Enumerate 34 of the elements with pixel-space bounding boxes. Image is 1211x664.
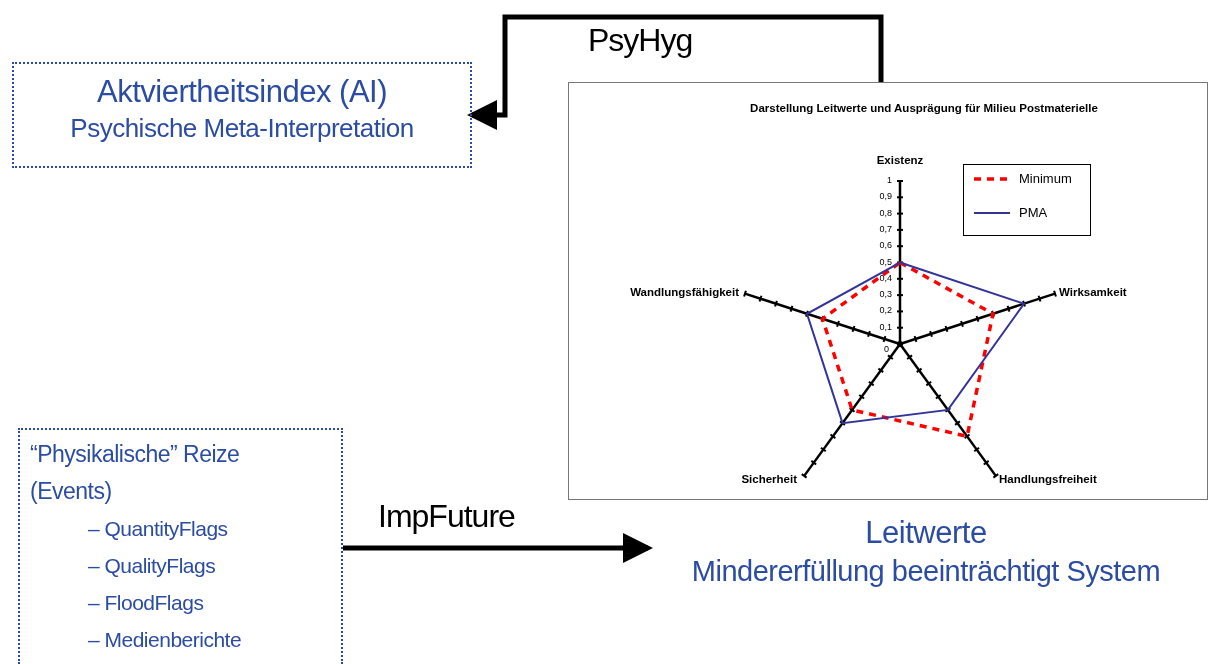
chart-title: Darstellung Leitwerte und Ausprägung für Milieu Postmaterielle bbox=[749, 103, 1099, 115]
box-heading: “Physikalische” Reize (Events) bbox=[30, 440, 241, 506]
axis-label: Sicherheit bbox=[740, 474, 797, 486]
tick-label: 0,8 bbox=[878, 208, 892, 218]
tick-label: 0,3 bbox=[878, 290, 892, 300]
edge-label: ImpFuture bbox=[378, 498, 515, 535]
legend-label: PMA bbox=[1019, 206, 1048, 219]
axis-label: Handlungsfreiheit bbox=[999, 474, 1098, 486]
tick-label: 0,2 bbox=[878, 306, 892, 316]
axis-label: Wandlungsfähigkeit bbox=[629, 287, 739, 299]
axis-label: Existenz bbox=[875, 155, 925, 167]
list-item: – Medienberichte bbox=[87, 627, 243, 653]
box-title: Aktviertheitsindex (AI) bbox=[96, 73, 388, 111]
text-box bbox=[18, 428, 343, 664]
list-item: – FloodFlags bbox=[87, 590, 205, 616]
tick-label: 0,6 bbox=[878, 241, 892, 251]
tick-label: 0,5 bbox=[878, 257, 892, 267]
tick-label: 1 bbox=[886, 176, 892, 185]
node-subtitle: Mindererfüllung beeinträchtigt System bbox=[690, 554, 1162, 590]
tick-label: 0,7 bbox=[878, 224, 892, 234]
text-box bbox=[12, 62, 472, 168]
tick-label: 0,9 bbox=[878, 192, 892, 202]
node-title: Leitwerte bbox=[864, 514, 988, 552]
tick-label: 0 bbox=[883, 345, 889, 354]
list-item: – QuantityFlags bbox=[87, 516, 229, 542]
box-subtitle: Psychische Meta-Interpretation bbox=[69, 112, 415, 146]
tick-label: 0,1 bbox=[878, 322, 892, 332]
list-item: – QualityFlags bbox=[87, 553, 217, 579]
arrow bbox=[467, 14, 884, 130]
axis-label: Wirksamkeit bbox=[1059, 287, 1128, 299]
tick-label: 0,4 bbox=[878, 273, 892, 283]
edge-label: PsyHyg bbox=[588, 22, 693, 59]
legend-label: Minimum bbox=[1019, 172, 1072, 185]
arrow bbox=[343, 533, 653, 563]
